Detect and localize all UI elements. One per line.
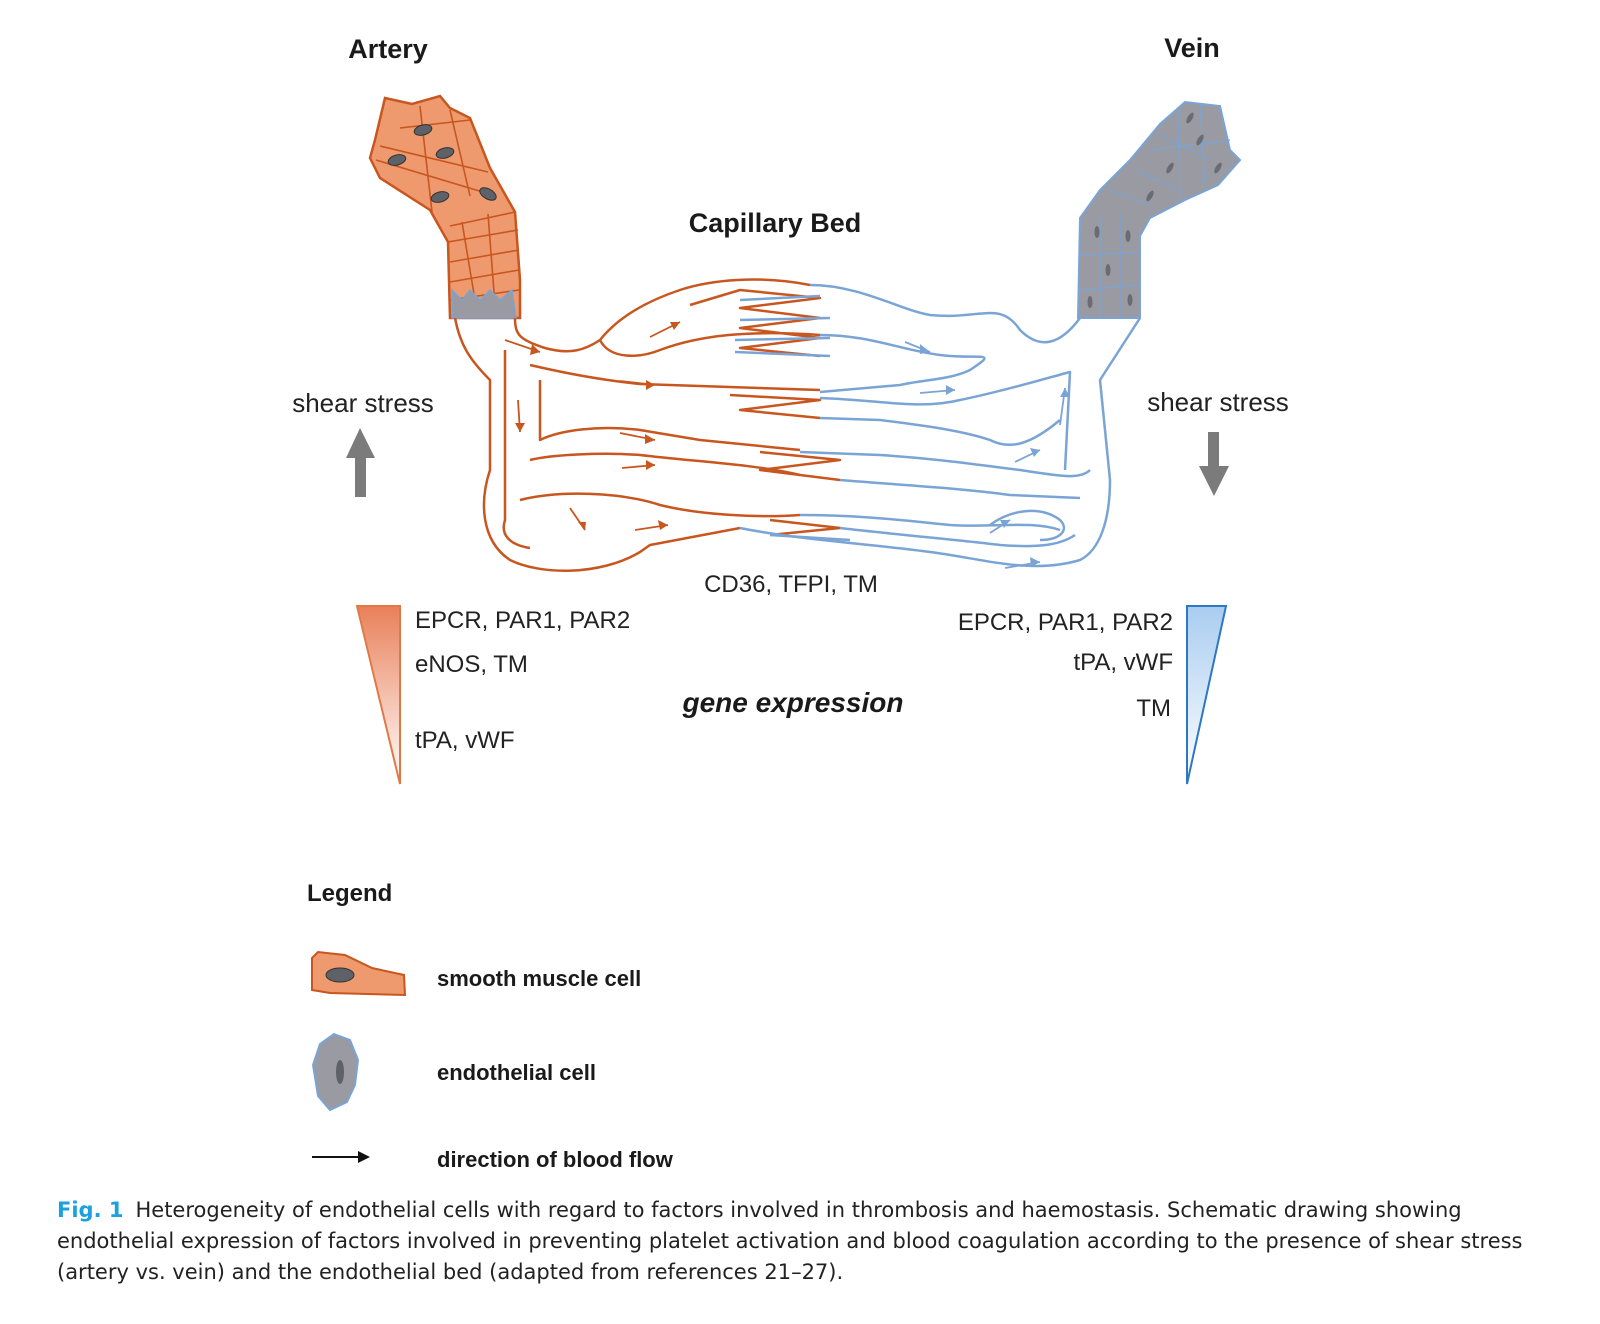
vein-label: Vein xyxy=(1164,33,1220,63)
up-arrow-icon xyxy=(346,428,375,497)
artery-gene-3: tPA, vWF xyxy=(415,727,515,754)
shear-stress-left-label: shear stress xyxy=(292,388,434,418)
legend-flow-label: direction of blood flow xyxy=(437,1147,674,1172)
vein-gene-3: TM xyxy=(1136,695,1171,722)
shear-stress-right-label: shear stress xyxy=(1147,387,1289,417)
capillary-network xyxy=(453,278,1142,572)
gene-expression-label: gene expression xyxy=(682,687,904,718)
figure-number: Fig. 1 xyxy=(57,1198,124,1222)
endothelial-cell-icon xyxy=(311,1032,360,1112)
caption-text: Heterogeneity of endothelial cells with … xyxy=(57,1198,1523,1284)
artery-label: Artery xyxy=(348,34,428,64)
vein-gradient-wedge xyxy=(1186,605,1228,785)
smooth-muscle-cell-icon xyxy=(311,950,407,997)
legend-title: Legend xyxy=(307,880,392,907)
diagram: Artery Vein Capillary Bed shear stress s… xyxy=(292,33,1289,1172)
arrow-icon xyxy=(312,1151,370,1163)
vein-gene-2: tPA, vWF xyxy=(1073,649,1173,676)
artery-gradient-wedge xyxy=(355,605,401,785)
artery-vessel xyxy=(368,94,522,320)
artery-gene-1: EPCR, PAR1, PAR2 xyxy=(415,607,630,634)
legend-endothelial-label: endothelial cell xyxy=(437,1060,596,1085)
legend-smooth-muscle-label: smooth muscle cell xyxy=(437,966,641,991)
capillary-genes-label: CD36, TFPI, TM xyxy=(704,571,878,598)
vein-vessel xyxy=(1076,100,1242,319)
vein-gene-1: EPCR, PAR1, PAR2 xyxy=(958,609,1173,636)
down-arrow-icon xyxy=(1199,432,1229,496)
capillary-bed-label: Capillary Bed xyxy=(689,208,862,238)
artery-gene-2: eNOS, TM xyxy=(415,651,528,678)
